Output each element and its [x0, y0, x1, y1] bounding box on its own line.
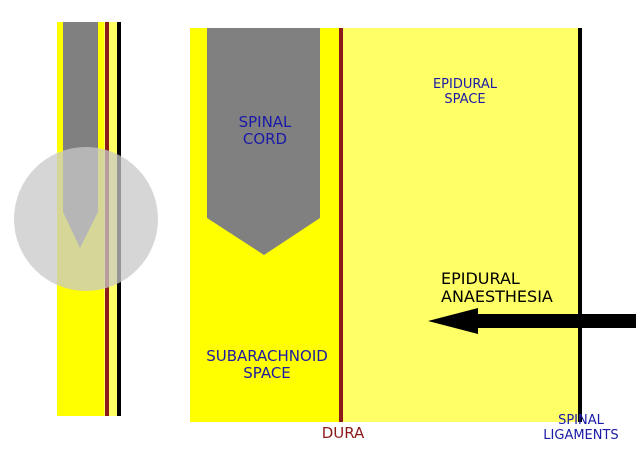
dura-label: DURA	[306, 424, 380, 442]
subarachnoid-space-label-line-1: SUBARACHNOID	[206, 347, 328, 365]
epidural-anaesthesia-label-line-2: ANAESTHESIA	[441, 287, 553, 307]
spinal-cord	[207, 28, 320, 218]
spinal-ligaments-label-line-2: LIGAMENTS	[543, 427, 619, 443]
epidural-space-label-line-2: SPACE	[444, 91, 486, 107]
dura-line	[339, 28, 343, 422]
spinal-cord-label: SPINAL CORD	[222, 113, 308, 149]
arrow-shaft	[474, 314, 636, 328]
magnified-view	[190, 28, 582, 422]
epidural-space-label: EPIDURAL SPACE	[415, 77, 515, 108]
arrow-left-icon	[428, 308, 636, 334]
subarachnoid-space-label-line-2: SPACE	[243, 364, 291, 383]
spinal-cord-tip	[207, 218, 320, 255]
spinal-cord-label-line-2: CORD	[242, 130, 288, 149]
spinal-ligament-line	[578, 28, 582, 422]
epidural-anaesthesia-label: EPIDURAL ANAESTHESIA	[441, 269, 581, 307]
epidural-anaesthesia-label-line-1: EPIDURAL	[441, 269, 520, 288]
epidural-space-region	[342, 28, 580, 422]
spinal-cord-label-line-1: SPINAL	[238, 113, 292, 131]
spinal-ligaments-label: SPINAL LIGAMENTS	[526, 413, 636, 444]
dura-label-text: DURA	[321, 424, 365, 442]
subarachnoid-space-label: SUBARACHNOID SPACE	[192, 347, 342, 383]
epidural-space-label-line-1: EPIDURAL	[432, 77, 498, 92]
arrow-head	[428, 308, 478, 334]
magnifier-circle-icon	[14, 147, 158, 291]
spinal-ligaments-label-line-1: SPINAL	[558, 413, 604, 428]
overview-column	[14, 22, 158, 416]
